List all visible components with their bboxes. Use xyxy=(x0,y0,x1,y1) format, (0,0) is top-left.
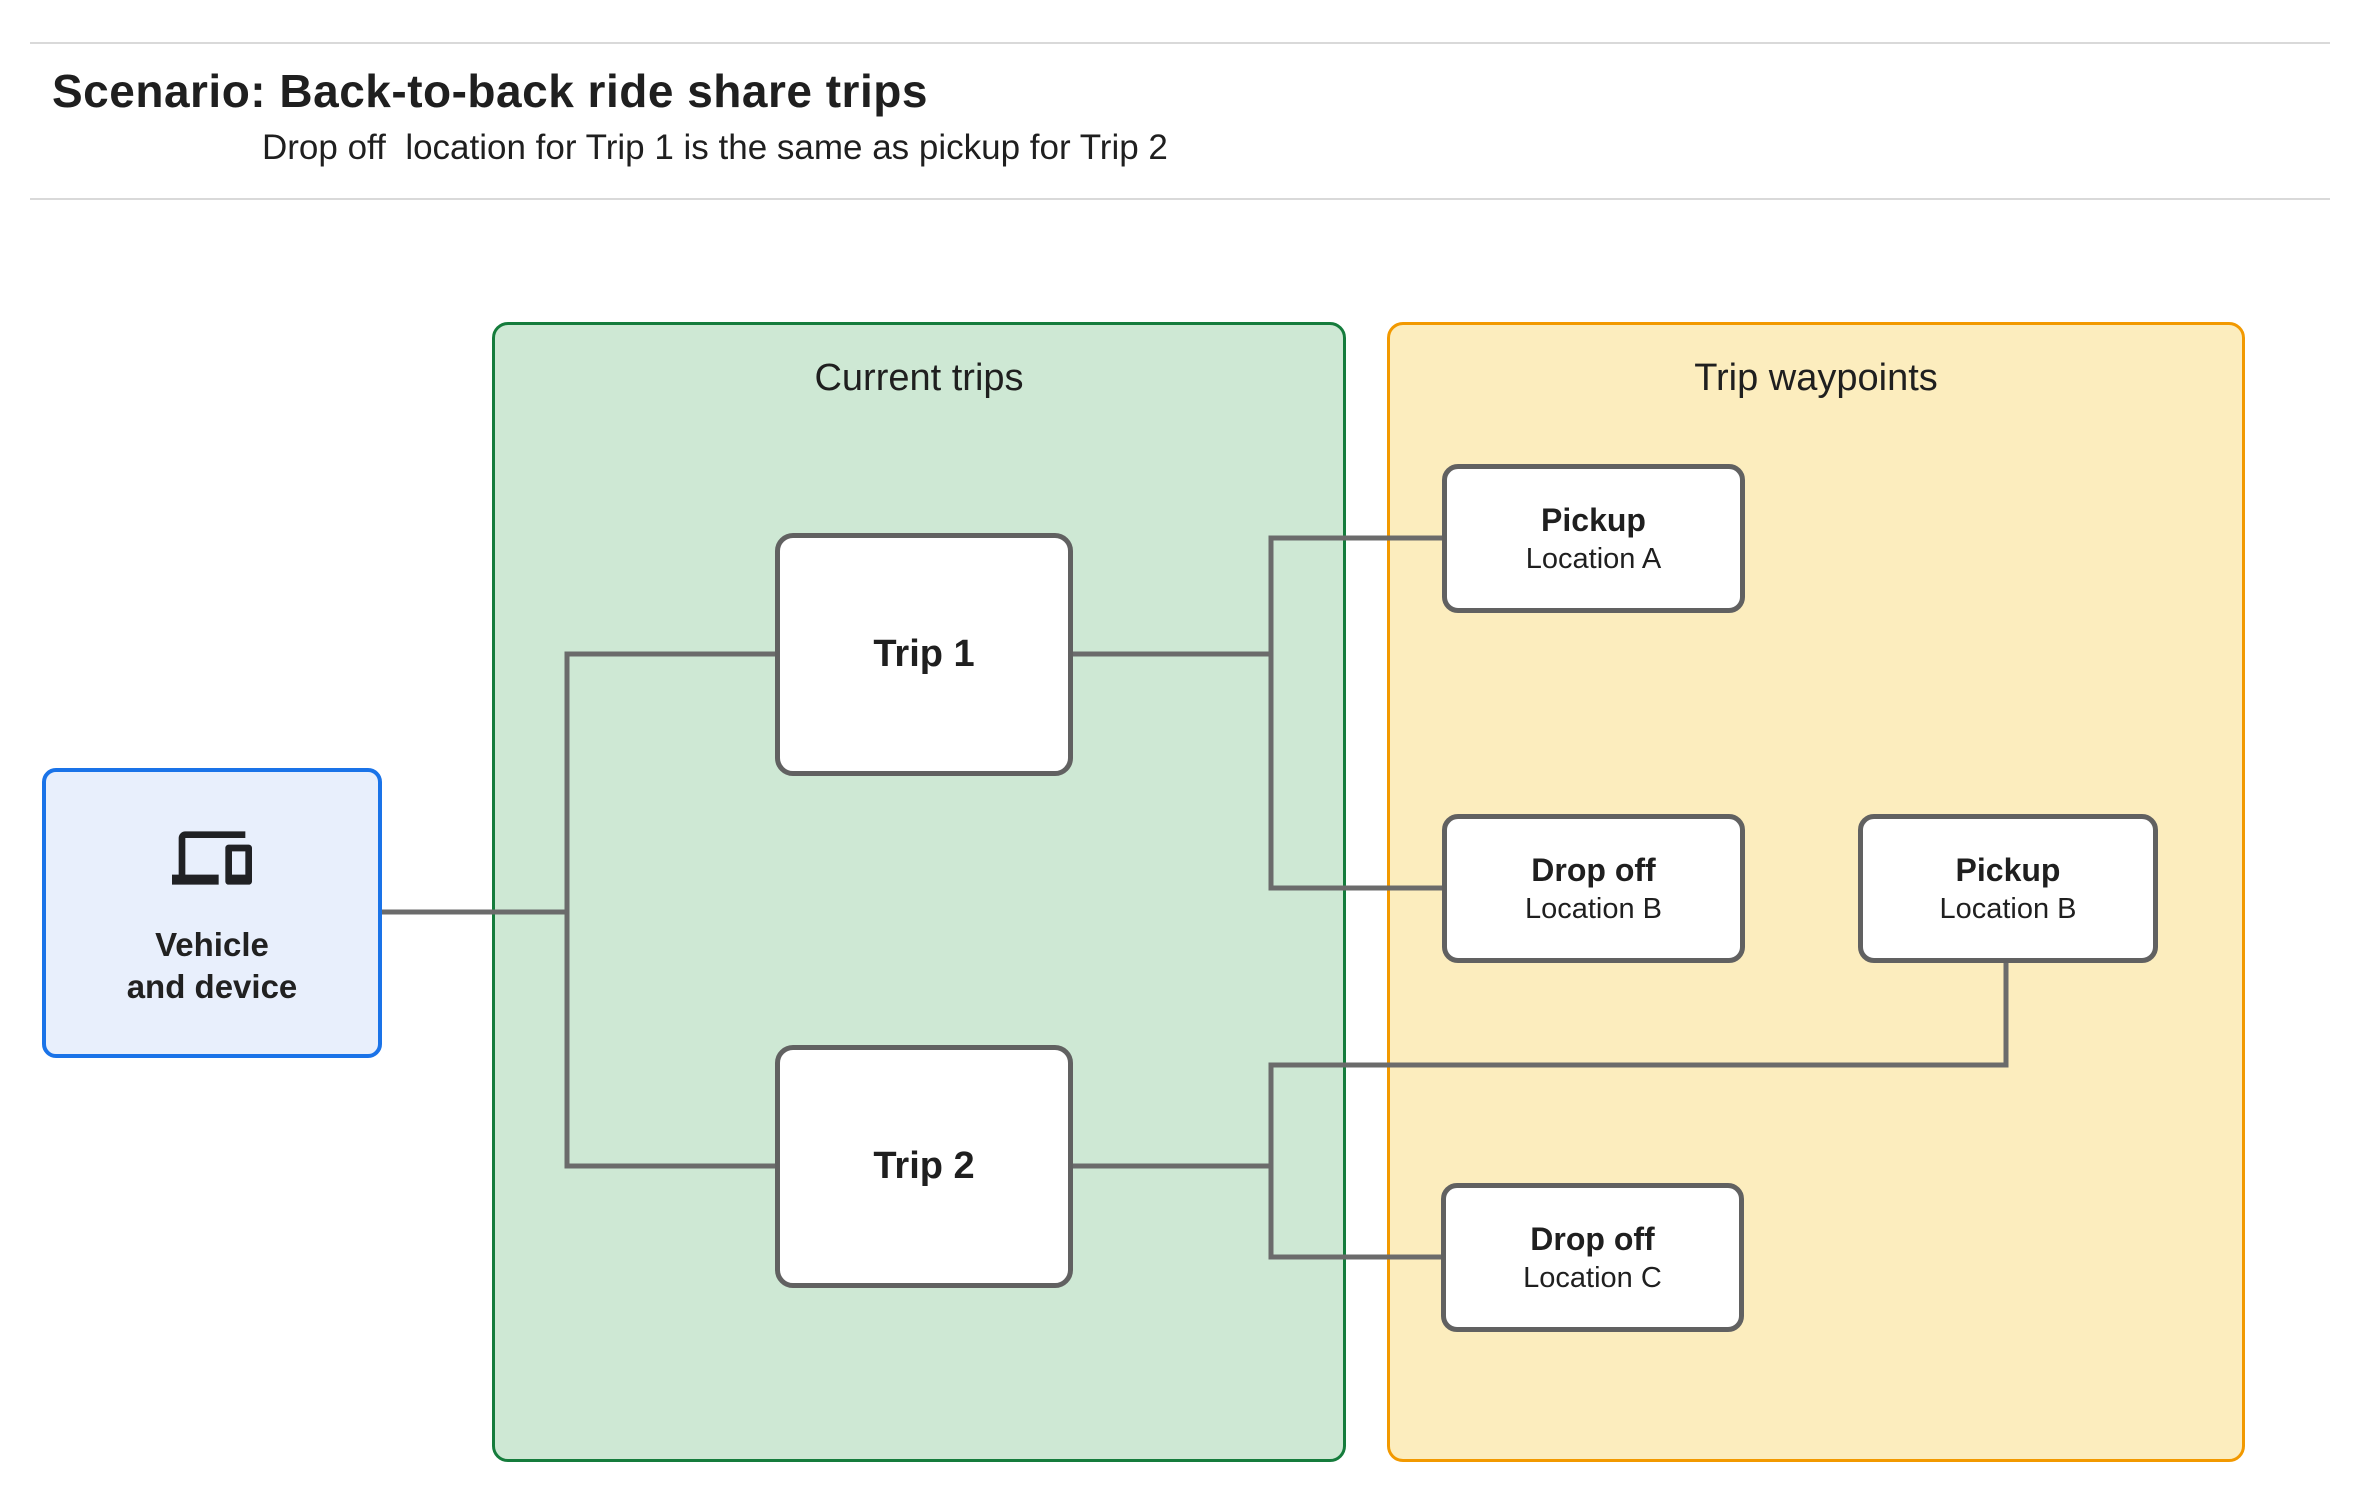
page-title: Scenario: Back-to-back ride share trips xyxy=(52,65,928,117)
vehicle-label-line2: and device xyxy=(126,968,298,1005)
connector-trip1-to-waypoints xyxy=(1268,535,1445,891)
waypoint-pickup-location-a: Pickup Location A xyxy=(1442,464,1745,613)
waypoint-subtitle: Location B xyxy=(1524,892,1663,925)
page-subtitle: Drop off location for Trip 1 is the same… xyxy=(262,128,1168,167)
trip-2-label: Trip 2 xyxy=(873,1145,975,1187)
waypoint-dropoff-location-c: Drop off Location C xyxy=(1441,1183,1744,1332)
waypoint-subtitle: Location A xyxy=(1525,542,1662,575)
waypoint-title: Drop off xyxy=(1531,851,1656,888)
waypoint-subtitle: Location B xyxy=(1939,892,2077,925)
waypoint-title: Pickup xyxy=(1955,851,2061,888)
devices-icon xyxy=(172,818,252,898)
zone-current-trips-title: Current trips xyxy=(814,357,1024,399)
header-rule-bottom xyxy=(30,198,2330,200)
header-rule-top xyxy=(30,42,2330,44)
trip-1-label: Trip 1 xyxy=(873,633,975,675)
vehicle-node-label: Vehicle and device xyxy=(127,924,298,1008)
vehicle-node: Vehicle and device xyxy=(42,768,382,1058)
waypoint-title: Drop off xyxy=(1530,1220,1655,1257)
waypoint-dropoff-location-b: Drop off Location B xyxy=(1442,814,1745,963)
zone-trip-waypoints-title: Trip waypoints xyxy=(1694,357,1938,399)
waypoint-pickup-location-b: Pickup Location B xyxy=(1858,814,2158,963)
trip-2-node: Trip 2 xyxy=(775,1045,1073,1288)
vehicle-label-line1: Vehicle xyxy=(155,926,269,963)
connector-fork-to-trips xyxy=(564,651,778,1169)
waypoint-subtitle: Location C xyxy=(1523,1261,1662,1294)
waypoint-title: Pickup xyxy=(1541,501,1646,538)
trip-1-node: Trip 1 xyxy=(775,533,1073,776)
connector-trip2-to-waypoints xyxy=(1268,960,2009,1260)
